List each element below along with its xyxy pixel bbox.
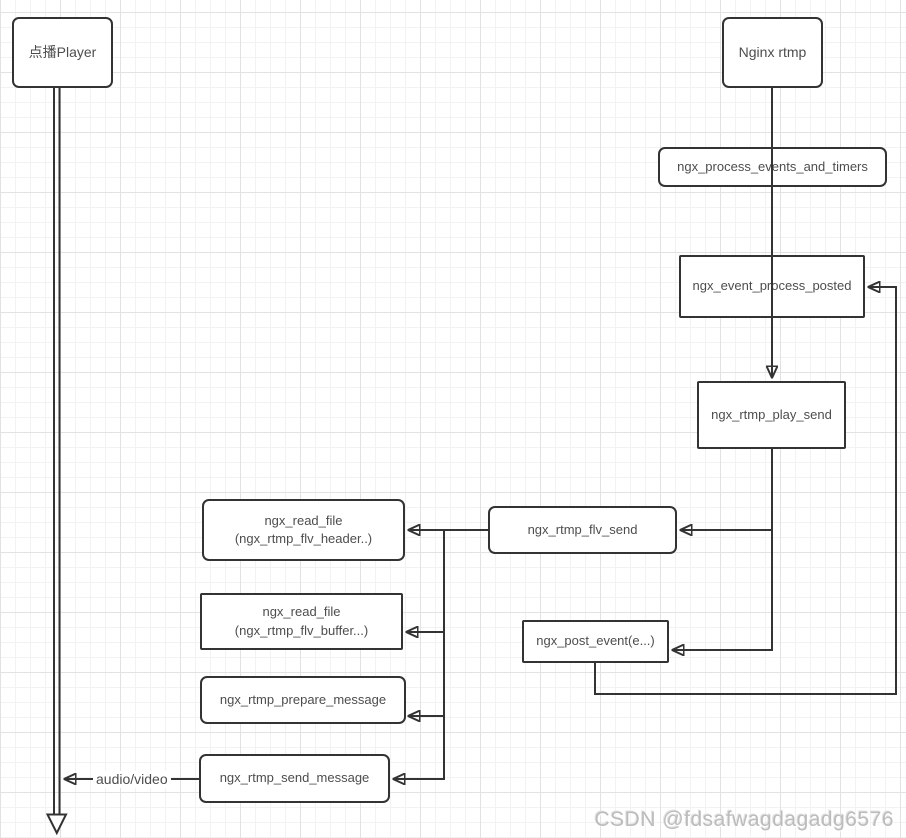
node-ngx-rtmp-prepare-message: ngx_rtmp_prepare_message bbox=[200, 676, 406, 724]
lifeline-end-arrow-icon bbox=[45, 813, 68, 836]
node-ngx-process-events-and-timers: ngx_process_events_and_timers bbox=[658, 147, 887, 187]
node-ngx-read-file-buffer: ngx_read_file (ngx_rtmp_flv_buffer...) bbox=[200, 593, 403, 650]
edge-fanout-to-send-message bbox=[393, 530, 445, 779]
watermark: CSDN @fdsafwagdagadg6576 bbox=[594, 808, 894, 831]
node-ngx-event-process-posted: ngx_event_process_posted bbox=[679, 255, 865, 318]
node-ngx-post-event: ngx_post_event(e...) bbox=[522, 620, 669, 663]
node-nginx-rtmp: Nginx rtmp bbox=[722, 17, 823, 88]
node-ngx-rtmp-send-message: ngx_rtmp_send_message bbox=[199, 754, 390, 803]
node-ngx-rtmp-flv-send: ngx_rtmp_flv_send bbox=[488, 506, 677, 554]
node-player: 点播Player bbox=[12, 17, 113, 88]
edge-play-send-to-post-event bbox=[672, 449, 773, 650]
edge-label-audio-video: audio/video bbox=[93, 771, 171, 788]
node-ngx-rtmp-play-send: ngx_rtmp_play_send bbox=[697, 381, 846, 449]
node-ngx-read-file-header: ngx_read_file (ngx_rtmp_flv_header..) bbox=[202, 499, 405, 561]
